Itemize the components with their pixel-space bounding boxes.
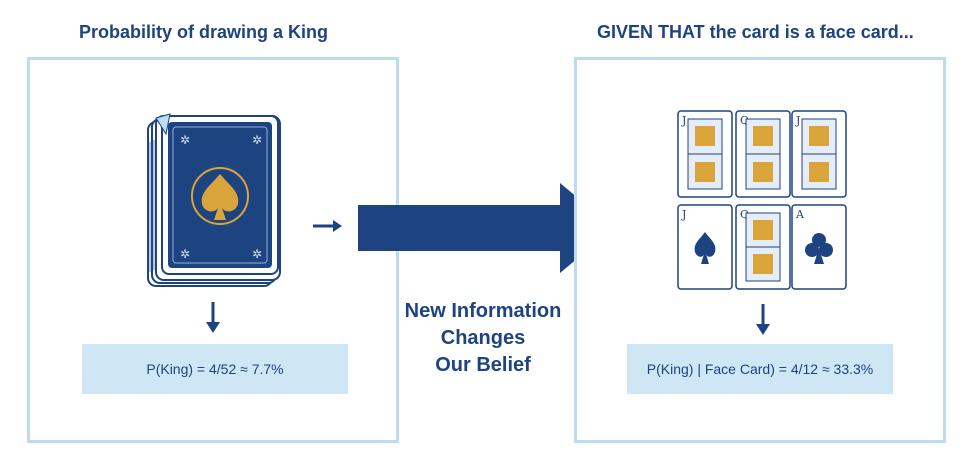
- center-caption-line2: Changes: [440, 327, 526, 349]
- face-card-q-bottom: Q: [735, 204, 791, 290]
- card-rank: J: [681, 208, 686, 221]
- svg-text:✲: ✲: [252, 247, 262, 261]
- center-caption-line1: New Information: [404, 300, 562, 322]
- right-panel-title: GIVEN THAT the card is a face card...: [597, 22, 914, 42]
- right-arrow-small-icon: [313, 220, 342, 232]
- svg-text:✲: ✲: [180, 133, 190, 147]
- card-a-club-bottom: A: [791, 204, 847, 290]
- card-rank: J: [681, 114, 686, 127]
- left-panel-title: Probability of drawing a King: [79, 22, 329, 42]
- face-card-j2-top: J: [791, 110, 847, 198]
- center-caption-line3: Our Belief: [435, 354, 531, 376]
- unconditional-probability: P(King) = 4/52 ≈ 7.7%: [82, 344, 348, 394]
- card-rank: Q: [740, 114, 749, 127]
- card-rank: J: [795, 114, 800, 127]
- conditional-probability: P(King) | Face Card) = 4/12 ≈ 33.3%: [627, 344, 893, 394]
- full-deck-panel: ✲ ✲ ✲ ✲ P(King) = 4/52 ≈ 7.7%: [27, 57, 399, 443]
- card-j-spade-bottom: J: [677, 204, 733, 290]
- svg-text:✲: ✲: [180, 247, 190, 261]
- face-cards-panel: J Q J J Q: [574, 57, 946, 443]
- card-deck-icon: ✲ ✲ ✲ ✲: [147, 113, 281, 287]
- down-arrow-icon: [206, 302, 220, 333]
- svg-text:✲: ✲: [252, 133, 262, 147]
- face-card-j-top: J: [677, 110, 733, 198]
- card-rank: A: [795, 208, 805, 221]
- face-card-q-top: Q: [735, 110, 791, 198]
- card-rank: Q: [740, 208, 749, 221]
- down-arrow-icon-right: [756, 304, 770, 335]
- center-caption: New Information Changes Our Belief: [388, 298, 578, 379]
